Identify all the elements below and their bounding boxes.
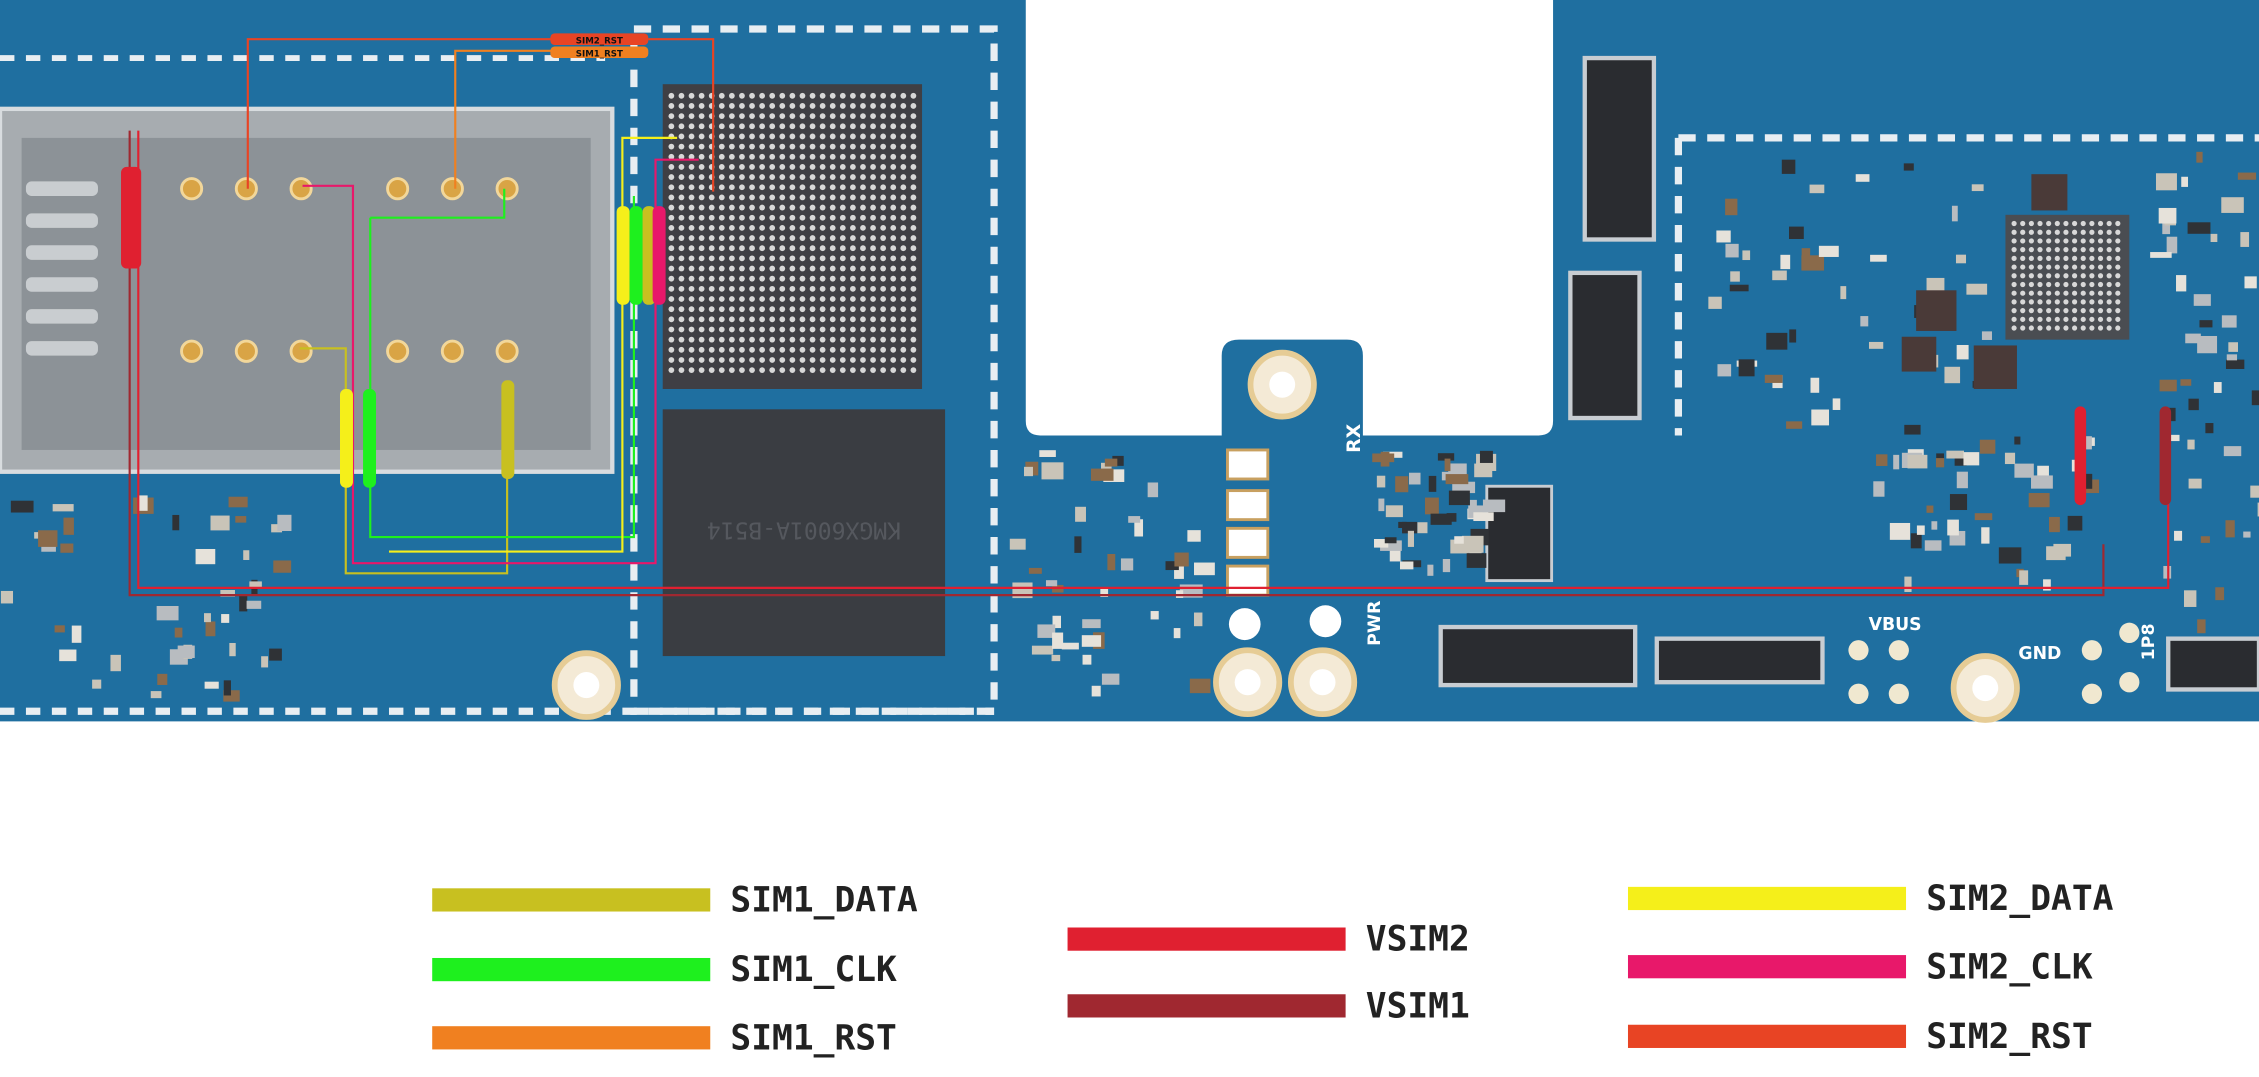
- sim-contact: [386, 177, 410, 201]
- silk-pwr: PWR: [1365, 600, 1385, 646]
- legend-swatch: [432, 1026, 711, 1050]
- test-pads: [1226, 448, 2140, 704]
- trace-vsim2: [137, 130, 2170, 589]
- legend-label: SIM2_CLK: [1926, 947, 2093, 987]
- legend-swatch: [432, 957, 711, 982]
- sim-contact: [180, 339, 204, 363]
- tray-spring: [25, 245, 98, 260]
- trace-sim1-clk: [369, 188, 635, 539]
- legend-label: VSIM2: [1366, 920, 1470, 960]
- trace-sim1-rst: [454, 49, 555, 189]
- legend-label: SIM1_CLK: [730, 950, 897, 990]
- sim-contact: [289, 177, 313, 201]
- pad-sim2-data: [616, 206, 630, 305]
- tag-sim2-rst: [550, 33, 649, 45]
- silk-vbus: VBUS: [1869, 615, 1922, 635]
- silk-1p8: 1P8: [2139, 623, 2159, 660]
- sim-contacts: [25, 177, 519, 363]
- test-point: [1309, 605, 1342, 638]
- silk-gnd: GND: [2018, 644, 2061, 664]
- trace-sim2-rst: [246, 38, 715, 192]
- legend: SIM1_DATASIM1_CLKSIM1_RSTVSIM2VSIM1SIM2_…: [432, 879, 2114, 1058]
- tag-sim1-rst-label: SIM1_RST: [576, 50, 623, 60]
- test-point: [1848, 683, 1869, 704]
- pad-vsim-left: [121, 166, 142, 269]
- legend-swatch: [432, 888, 711, 912]
- silk-rx: RX: [1344, 423, 1365, 453]
- silkscreen: RX PWR VBUS GND 1P8: [1344, 423, 2159, 664]
- trace-vsim1: [128, 130, 2105, 597]
- bga-balls: [668, 92, 917, 374]
- fpc-connector-bottom-1: [1438, 624, 1638, 688]
- tray-spring: [25, 213, 98, 228]
- sim-contact: [495, 177, 519, 201]
- sim-contact: [289, 339, 313, 363]
- fpc-connector-mid: [1568, 270, 1642, 421]
- legend-swatch: [1627, 955, 1907, 979]
- legend-label: SIM2_RST: [1926, 1017, 2092, 1057]
- connectors: [1438, 55, 2259, 692]
- legend-swatch: [1067, 927, 1346, 951]
- fpc-connector-edge: [2166, 636, 2259, 692]
- tray-spring: [25, 181, 98, 196]
- fpc-connector-top: [1582, 55, 1657, 242]
- legend-swatch: [1627, 886, 1907, 911]
- tray-spring: [25, 277, 98, 292]
- legend-label: SIM1_DATA: [730, 880, 917, 920]
- test-point: [1228, 608, 1261, 641]
- sim-contact: [234, 339, 258, 363]
- mounting-holes: [551, 349, 2020, 723]
- fpc-connector-bottom-2: [1654, 636, 1825, 685]
- test-point: [1848, 640, 1869, 661]
- pad-vsim-right-2: [2159, 406, 2172, 506]
- pad-sim1-data-a: [340, 388, 353, 488]
- soc-chip: [662, 84, 923, 389]
- test-pad: [1226, 526, 1270, 559]
- legend-swatch: [1627, 1024, 1907, 1048]
- signal-traces: [128, 38, 2170, 597]
- power-chip: [2005, 214, 2130, 340]
- test-point: [1888, 640, 1909, 661]
- legend-swatch: [1067, 994, 1346, 1018]
- sim-contact: [440, 339, 464, 363]
- test-point: [2119, 672, 2140, 693]
- tray-spring: [25, 341, 98, 356]
- pad-sim1-data-c: [642, 206, 656, 305]
- pad-sim2-clk: [652, 206, 666, 305]
- pad-sim1-data-b: [501, 380, 515, 479]
- test-point: [2119, 622, 2140, 644]
- trace-sim1-data: [299, 347, 509, 575]
- pad-tags: [121, 166, 2172, 506]
- test-point: [1888, 683, 1909, 704]
- sim-contact: [495, 339, 519, 363]
- tag-sim1-rst: [550, 46, 649, 59]
- sim-contact: [180, 177, 204, 201]
- legend-label: SIM2_DATA: [1926, 879, 2113, 919]
- pad-vsim-right-1: [2074, 406, 2087, 506]
- legend-label: SIM1_RST: [730, 1018, 896, 1058]
- sim-tray: [0, 106, 615, 474]
- test-pad: [1226, 448, 1270, 481]
- trace-sim2-data: [388, 136, 678, 553]
- pad-sim1-clk-a: [363, 388, 377, 488]
- trace-sim2-clk: [302, 158, 699, 565]
- connector-tags: SIM2_RST SIM1_RST: [550, 33, 649, 60]
- test-pad: [1226, 564, 1270, 597]
- sim-contact: [234, 177, 258, 201]
- sim-contact: [440, 177, 464, 201]
- chip-marking: KMGX6001A-B514: [707, 517, 901, 543]
- smd-components: [0, 151, 2259, 702]
- test-point: [2081, 683, 2102, 704]
- memory-chip: KMGX6001A-B514: [662, 409, 946, 657]
- legend-label: VSIM1: [1366, 986, 1470, 1026]
- test-point: [2081, 640, 2102, 661]
- tray-spring: [25, 309, 98, 324]
- pmic-balls: [2011, 220, 2121, 331]
- tag-sim2-rst-label: SIM2_RST: [576, 37, 623, 47]
- sim-contact: [386, 339, 410, 363]
- test-pad: [1226, 489, 1270, 522]
- pad-sim1-clk-b: [629, 206, 643, 305]
